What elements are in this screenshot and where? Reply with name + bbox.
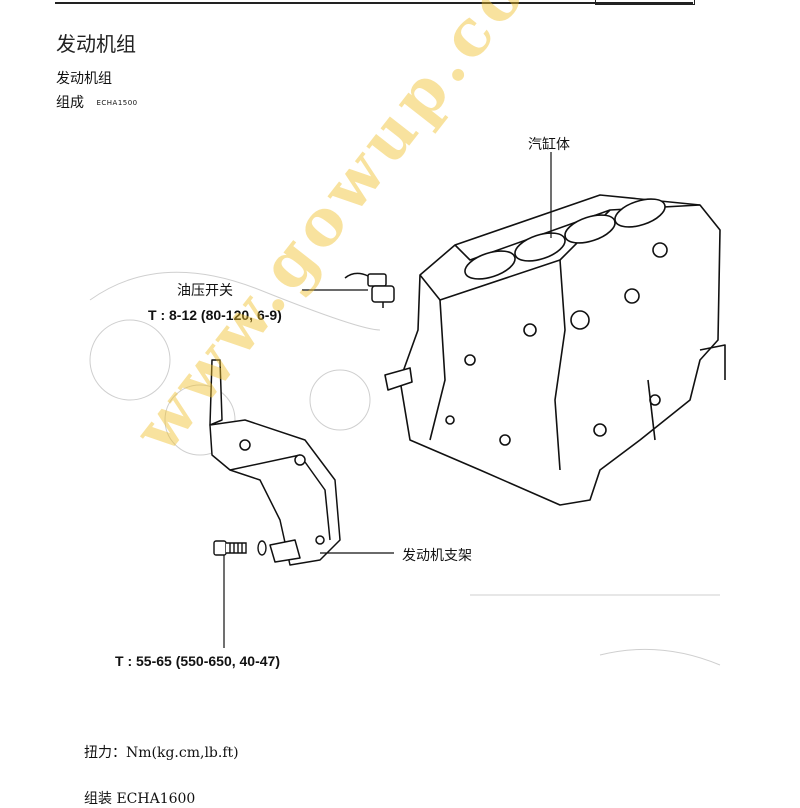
subsection-title: 组成 [56, 95, 84, 111]
subsection-code: ECHA1500 [96, 99, 138, 107]
cylinder-block-label: 汽缸体 [528, 137, 570, 153]
cylinder-block-drawing [384, 194, 726, 506]
engine-bracket-torque: T : 55-65 (550-650, 40-47) [115, 653, 280, 669]
ghost-background [89, 271, 721, 666]
page-title: 发动机组 [56, 32, 136, 56]
engine-bracket-drawing [209, 359, 341, 566]
engine-bracket-label: 发动机支架 [402, 548, 472, 564]
torque-unit-note: 扭力：Nm(kg.cm,lb.ft) [84, 745, 239, 761]
leader-lines [223, 152, 552, 648]
oil-pressure-switch-label: 油压开关 [177, 283, 233, 299]
subsection-heading: 组成 ECHA1500 [56, 92, 138, 112]
header-box [595, 0, 695, 5]
section-title: 发动机组 [56, 71, 112, 87]
header-rule [55, 2, 693, 4]
bracket-bolt-drawing [213, 540, 267, 556]
oil-pressure-switch-torque: T : 8-12 (80-120, 6-9) [148, 307, 282, 323]
next-section-heading: 组装 ECHA1600 [84, 791, 196, 807]
oil-pressure-switch-drawing [344, 272, 395, 308]
